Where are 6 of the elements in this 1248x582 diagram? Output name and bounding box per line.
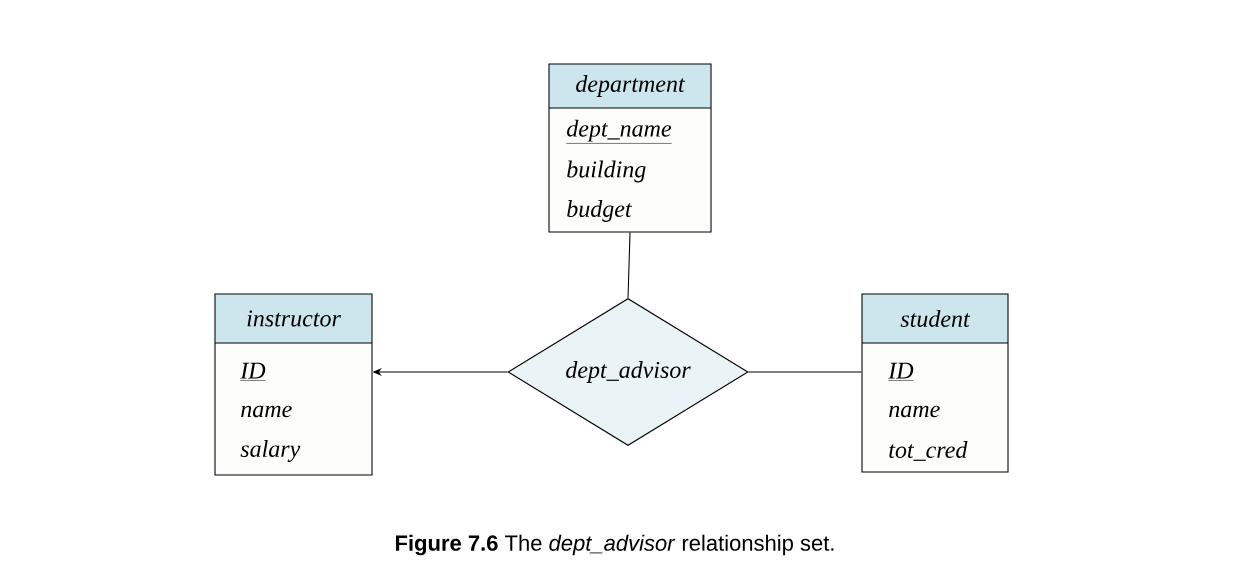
connector-line — [748, 371, 862, 373]
entity-box: student ID name tot_cred — [861, 293, 1009, 473]
entity-box: instructor ID name salary — [214, 293, 373, 476]
entity-box: department dept_name building budget — [548, 63, 712, 233]
connector-line — [627, 232, 631, 299]
figure-caption: Figure 7.6 The dept_advisor relationship set. — [396, 534, 834, 556]
